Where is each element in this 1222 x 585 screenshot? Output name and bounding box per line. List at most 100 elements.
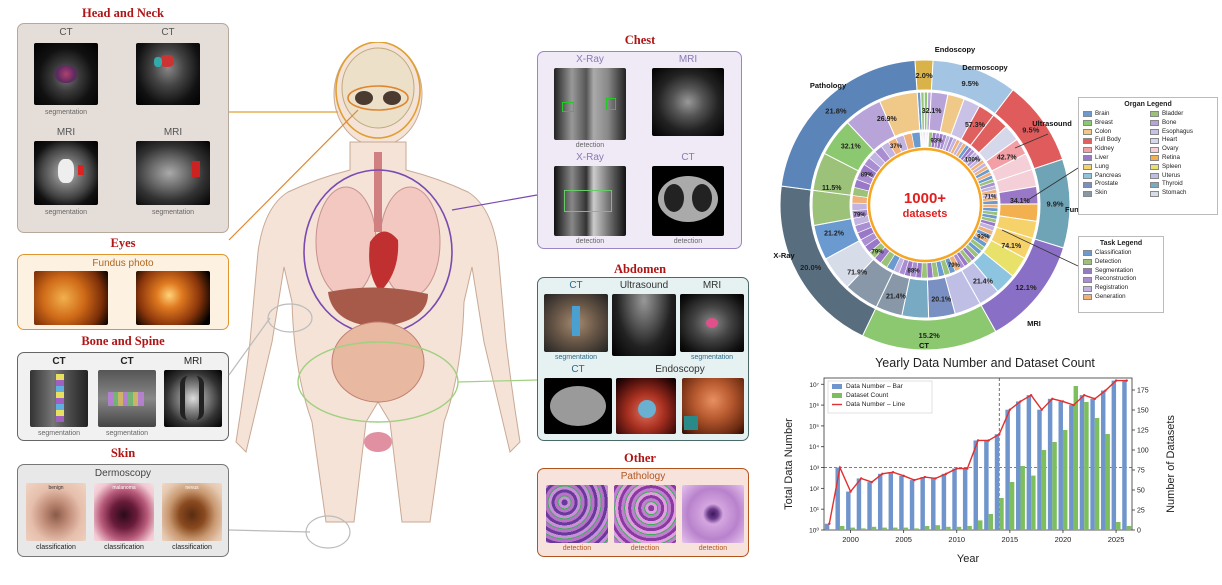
data-number-bar[interactable] — [952, 468, 957, 530]
pathology-image-3[interactable] — [682, 485, 744, 543]
data-number-bar[interactable] — [1016, 401, 1021, 530]
data-number-bar[interactable] — [1005, 409, 1010, 530]
dataset-count-bar[interactable] — [1094, 418, 1100, 530]
abdomen-ct-axial-image[interactable] — [544, 378, 612, 434]
endoscopy-image-1[interactable] — [616, 378, 676, 434]
dataset-count-bar[interactable] — [914, 528, 919, 530]
dataset-count-bar[interactable] — [946, 526, 951, 530]
knee-mri-image[interactable] — [164, 370, 222, 427]
dataset-count-bar[interactable] — [978, 520, 983, 530]
dataset-count-bar[interactable] — [1084, 402, 1089, 530]
dataset-count-bar[interactable] — [871, 526, 877, 530]
data-number-bar[interactable] — [1122, 380, 1127, 530]
ultrasound-image[interactable] — [612, 294, 676, 356]
data-number-bar[interactable] — [856, 478, 862, 530]
data-number-bar[interactable] — [1111, 380, 1117, 530]
abdomen-ct-coronal-image[interactable] — [544, 294, 608, 352]
dataset-count-bar[interactable] — [1041, 450, 1047, 530]
data-number-bar[interactable] — [1058, 401, 1063, 530]
endoscopy-image-2[interactable] — [682, 378, 744, 434]
dataset-count-bar[interactable] — [850, 527, 856, 530]
data-number-bar[interactable] — [867, 482, 872, 530]
data-number-bar[interactable] — [1069, 405, 1074, 530]
chest-xray-image-1[interactable] — [554, 68, 626, 140]
pathology-image-2[interactable] — [614, 485, 676, 543]
outer-ring-segment-pathology[interactable] — [780, 59, 918, 191]
dataset-count-bar[interactable] — [839, 526, 845, 530]
dataset-count-bar[interactable] — [988, 514, 994, 530]
dataset-count-bar[interactable] — [1116, 522, 1121, 530]
dermoscopy-benign-image[interactable]: benign — [26, 483, 86, 541]
dataset-count-bar[interactable] — [967, 526, 972, 530]
chest-mri-image[interactable] — [652, 68, 724, 136]
data-number-bar[interactable] — [1079, 395, 1085, 530]
dataset-count-bar[interactable] — [924, 526, 930, 530]
eyes-region-circle[interactable] — [347, 85, 409, 111]
dataset-count-bar[interactable] — [1020, 466, 1025, 530]
dataset-count-bar[interactable] — [861, 528, 866, 530]
bone-joint-circle[interactable] — [267, 303, 313, 333]
data-number-bar[interactable] — [1090, 398, 1095, 530]
legend-swatch — [832, 384, 842, 389]
data-number-bar[interactable] — [846, 491, 851, 530]
data-number-bar[interactable] — [888, 472, 894, 530]
head-ct-scan-image[interactable] — [34, 43, 98, 105]
data-number-bar[interactable] — [899, 475, 904, 530]
dataset-count-bar[interactable] — [1052, 442, 1057, 530]
sagittal-mri-image[interactable] — [136, 141, 210, 205]
dataset-count-bar[interactable] — [956, 526, 962, 530]
brain-mri-image[interactable] — [34, 141, 98, 205]
head-region-circle[interactable] — [335, 42, 421, 139]
spine-ct-image[interactable] — [30, 370, 88, 427]
data-number-bar[interactable] — [994, 434, 1000, 530]
dataset-count-bar[interactable] — [935, 525, 940, 530]
data-number-bar[interactable] — [1037, 409, 1042, 530]
abdomen-mri-image[interactable] — [680, 294, 744, 352]
data-number-bar[interactable] — [973, 440, 978, 530]
outer-ring-percent: 9.9% — [1046, 200, 1063, 209]
data-number-bar[interactable] — [962, 468, 968, 530]
dataset-count-bar[interactable] — [999, 498, 1004, 530]
dataset-count-bar[interactable] — [1105, 434, 1110, 530]
bone-ct-image[interactable] — [98, 370, 156, 427]
dataset-count-bar[interactable] — [893, 527, 898, 530]
dermoscopy-melanoma-image[interactable]: malanoma — [94, 483, 154, 541]
dataset-count-bar[interactable] — [1031, 475, 1036, 530]
dermoscopy-nevus-image[interactable]: nevus — [162, 483, 222, 541]
legend-swatch — [1083, 276, 1092, 283]
dataset-count-bar[interactable] — [882, 527, 887, 530]
data-number-bar[interactable] — [1026, 395, 1032, 530]
data-number-bar[interactable] — [1047, 398, 1053, 530]
task-ring-segment[interactable] — [911, 131, 922, 149]
dataset-count-bar[interactable] — [1062, 430, 1068, 530]
pathology-image-1[interactable] — [546, 485, 608, 543]
task-ring-segment[interactable] — [851, 202, 868, 212]
data-number-bar[interactable] — [909, 480, 915, 530]
abdomen-ultrasound-cell: Ultrasound — [612, 280, 676, 364]
y-tick-label-right: 100 — [1137, 448, 1149, 455]
neck-ct-scan-image[interactable] — [136, 43, 200, 105]
legend-label: Spleen — [1162, 162, 1182, 170]
fundus-image-1[interactable] — [34, 271, 108, 325]
dataset-count-bar[interactable] — [1126, 526, 1132, 530]
data-number-bar[interactable] — [931, 478, 936, 530]
dataset-count-bar[interactable] — [1009, 482, 1015, 530]
data-number-bar[interactable] — [835, 467, 840, 530]
data-number-bar[interactable] — [877, 473, 883, 530]
data-number-bar[interactable] — [984, 440, 989, 530]
dataset-count-bar[interactable] — [903, 527, 909, 530]
fundus-image-2[interactable] — [136, 271, 210, 325]
x-tick-label: 2025 — [1108, 535, 1125, 544]
task-ring-segment[interactable] — [982, 200, 999, 205]
legend-label: Reconstruction — [1095, 275, 1137, 283]
data-number-bar[interactable] — [824, 523, 830, 530]
organ-ring-segment[interactable] — [879, 91, 921, 137]
chest-xray-image-2[interactable] — [554, 166, 626, 236]
data-number-point — [966, 467, 969, 470]
data-number-bar[interactable] — [920, 477, 925, 530]
dataset-count-bar[interactable] — [1073, 386, 1079, 530]
legend-swatch — [1150, 155, 1159, 162]
chest-ct-image[interactable] — [652, 166, 724, 236]
data-number-bar[interactable] — [1100, 390, 1106, 530]
data-number-bar[interactable] — [941, 473, 947, 530]
